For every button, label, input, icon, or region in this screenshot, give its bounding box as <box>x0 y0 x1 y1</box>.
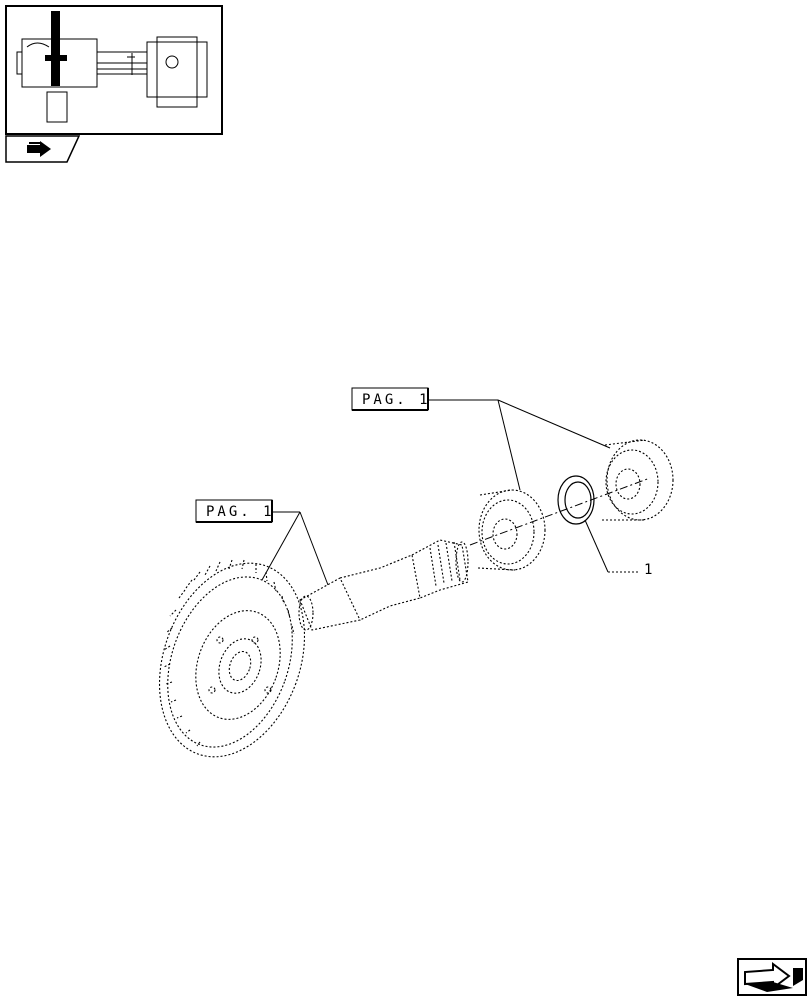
item-number-1[interactable]: 1 <box>644 562 655 578</box>
axle-assembly-thumbnail <box>16 11 208 123</box>
center-axis <box>469 477 651 546</box>
pinion-shaft <box>298 539 469 631</box>
callout-pag-lower-text: PAG. 1 <box>206 504 275 520</box>
ring-gear <box>158 559 306 758</box>
thumbnail-frame <box>5 5 223 135</box>
callout-pag-upper[interactable]: PAG. 1 <box>351 387 431 411</box>
callout-pag-upper-text: PAG. 1 <box>362 392 431 408</box>
shim-ring <box>557 475 595 525</box>
next-page-icon <box>737 958 807 996</box>
next-page-button[interactable] <box>737 958 807 996</box>
back-arrow-icon <box>5 135 81 163</box>
back-button[interactable] <box>5 135 81 163</box>
callout-pag-lower[interactable]: PAG. 1 <box>195 499 275 523</box>
inner-bearing <box>477 489 546 571</box>
outer-bearing <box>602 439 674 521</box>
